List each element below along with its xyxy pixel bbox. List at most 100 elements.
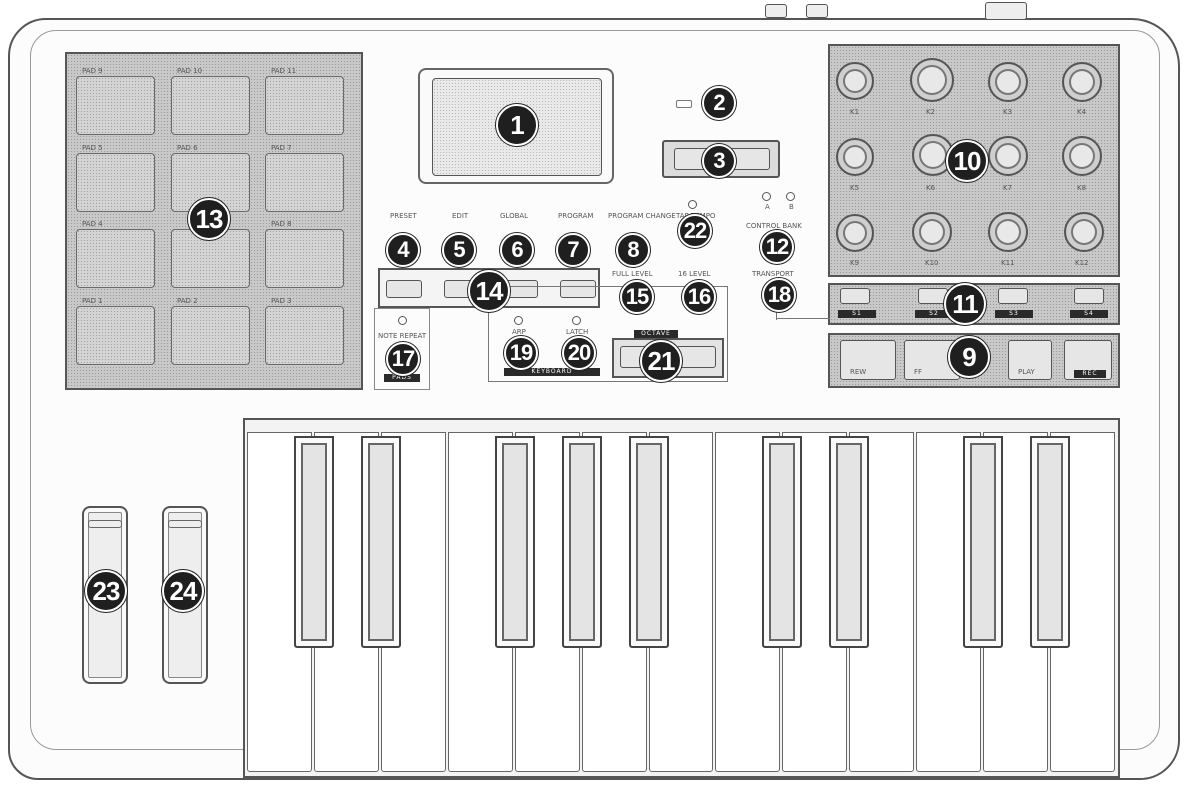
callout-12: 12 — [760, 230, 794, 264]
callout-19: 19 — [504, 336, 538, 370]
bracket-line-horizontal — [776, 318, 830, 319]
knob-k3-label: K3 — [1003, 108, 1013, 116]
pad-10-label: PAD 10 — [177, 67, 203, 75]
black-key[interactable] — [1030, 436, 1071, 648]
callout-23: 23 — [85, 570, 127, 612]
bank-a-label: A — [765, 203, 770, 211]
knob-k4-label: K4 — [1077, 108, 1087, 116]
pad-bank-button-1[interactable] — [386, 280, 422, 298]
bank-b-label: B — [789, 203, 794, 211]
pad-bank-button-4[interactable] — [560, 280, 596, 298]
control-bank-label: CONTROL BANK — [746, 222, 802, 230]
knob-k11[interactable] — [988, 212, 1028, 252]
knob-k5-label: K5 — [850, 184, 860, 192]
callout-11: 11 — [944, 283, 986, 325]
octave-up-button[interactable] — [676, 346, 716, 368]
note-repeat-frame — [374, 308, 430, 390]
pad-9[interactable] — [76, 76, 155, 135]
program-label: PROGRAM — [558, 212, 594, 220]
knob-k8[interactable] — [1062, 136, 1102, 176]
callout-16: 16 — [682, 280, 716, 314]
switch-s4-label: S4 — [1070, 310, 1108, 318]
pad-8[interactable] — [265, 229, 344, 288]
black-key[interactable] — [628, 436, 669, 648]
sixteen-level-label: 16 LEVEL — [678, 270, 711, 278]
switch-s1[interactable] — [840, 288, 870, 304]
pad-8-label: PAD 8 — [271, 220, 292, 228]
callout-21: 21 — [640, 340, 682, 382]
knob-k9-label: K9 — [850, 259, 860, 267]
knob-k1[interactable] — [836, 62, 874, 100]
knob-k12[interactable] — [1064, 212, 1104, 252]
octave-label: OCTAVE — [634, 330, 678, 338]
arp-led — [514, 316, 523, 325]
pad-3-label: PAD 3 — [271, 297, 292, 305]
black-key[interactable] — [762, 436, 803, 648]
knob-k12-label: K12 — [1075, 259, 1089, 267]
knob-k5[interactable] — [836, 138, 874, 176]
pad-5[interactable] — [76, 153, 155, 212]
black-key[interactable] — [829, 436, 870, 648]
transport-record-label: REC — [1074, 370, 1106, 378]
callout-18: 18 — [762, 278, 796, 312]
pad-9-label: PAD 9 — [82, 67, 103, 75]
callout-14: 14 — [468, 270, 510, 312]
pad-7[interactable] — [265, 153, 344, 212]
knob-k2[interactable] — [910, 58, 954, 102]
switch-s3[interactable] — [998, 288, 1028, 304]
callout-5: 5 — [442, 233, 476, 267]
tap-tempo-led — [688, 200, 697, 209]
pad-5-label: PAD 5 — [82, 144, 103, 152]
knob-k10[interactable] — [912, 212, 952, 252]
black-key[interactable] — [360, 436, 401, 648]
mod-wheel-notch — [168, 520, 202, 528]
switch-s2-label: S2 — [915, 310, 953, 318]
switch-s4[interactable] — [1074, 288, 1104, 304]
callout-7: 7 — [556, 233, 590, 267]
transport-rewind-button[interactable] — [840, 340, 896, 380]
callout-3: 3 — [702, 144, 736, 178]
connector-2 — [806, 4, 828, 18]
pad-7-label: PAD 7 — [271, 144, 292, 152]
knob-k11-label: K11 — [1001, 259, 1015, 267]
transport-mode-label: TRANSPORT — [752, 270, 794, 278]
pad-2[interactable] — [171, 306, 250, 365]
knob-k3[interactable] — [988, 62, 1028, 102]
transport-play-label: PLAY — [1018, 368, 1035, 376]
switch-s1-label: S1 — [838, 310, 876, 318]
pad-4[interactable] — [76, 229, 155, 288]
pad-11[interactable] — [265, 76, 344, 135]
pad-1-label: PAD 1 — [82, 297, 103, 305]
callout-10: 10 — [946, 140, 988, 182]
black-key[interactable] — [561, 436, 602, 648]
knob-k7[interactable] — [988, 136, 1028, 176]
knob-k10-label: K10 — [925, 259, 939, 267]
note-repeat-led — [398, 316, 407, 325]
note-repeat-label: NOTE REPEAT — [378, 332, 427, 340]
callout-22: 22 — [678, 214, 712, 248]
bank-b-led — [786, 192, 795, 201]
pad-11-label: PAD 11 — [271, 67, 297, 75]
transport-rewind-label: REW — [850, 368, 867, 376]
pads-label: PADS — [384, 374, 420, 382]
black-key[interactable] — [963, 436, 1004, 648]
callout-13: 13 — [188, 198, 230, 240]
knob-k9[interactable] — [836, 214, 874, 252]
pad-1[interactable] — [76, 306, 155, 365]
pad-10[interactable] — [171, 76, 250, 135]
full-level-label: FULL LEVEL — [612, 270, 653, 278]
value-encoder-indicator — [676, 100, 692, 108]
pad-4-label: PAD 4 — [82, 220, 103, 228]
pad-6-label: PAD 6 — [177, 144, 198, 152]
value-up-button[interactable] — [730, 148, 770, 170]
pitch-wheel-notch — [88, 520, 122, 528]
pad-2-label: PAD 2 — [177, 297, 198, 305]
black-key[interactable] — [293, 436, 334, 648]
connector-1 — [765, 4, 787, 18]
transport-play-button[interactable] — [1008, 340, 1052, 380]
callout-1: 1 — [496, 104, 538, 146]
black-key[interactable] — [494, 436, 535, 648]
latch-led — [572, 316, 581, 325]
pad-3[interactable] — [265, 306, 344, 365]
knob-k4[interactable] — [1062, 62, 1102, 102]
